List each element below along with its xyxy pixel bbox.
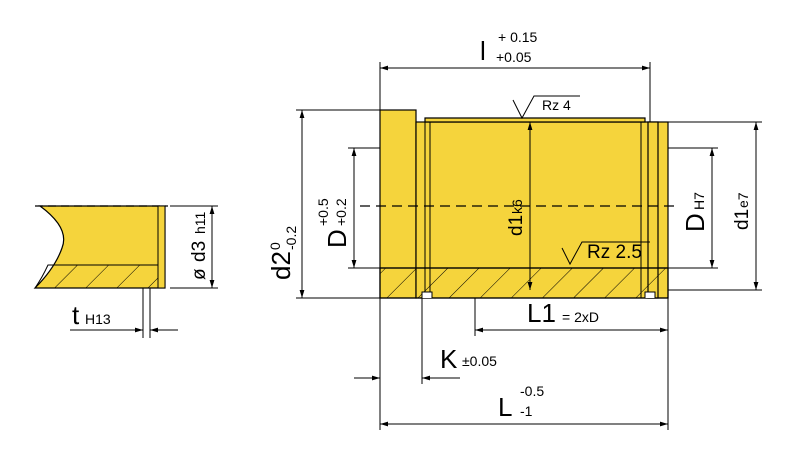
t-label: t [72,300,80,330]
detail-groove [157,205,166,289]
d2-label: d2 [266,251,296,280]
diameter-symbol: ø [189,268,210,280]
L-lower: -1 [520,403,533,419]
d2-upper: 0 [267,242,283,250]
d3-tol: h11 [192,211,208,234]
l-upper: + 0.15 [498,29,538,45]
d1-center-tol: k6 [509,199,525,214]
D-left-upper: +0.5 [315,198,331,226]
body-top [424,117,646,123]
left-detail: t H13 ø d3 h11 [33,205,218,338]
d2-lower: -0.2 [283,226,299,250]
dimensions: l + 0.15 +0.05 Rz 4 d2 0 -0.2 D +0.5 +0.… [266,29,762,430]
rz-top: Rz 4 [542,97,571,113]
K-tol: ±0.05 [462,353,497,369]
detail-hatch [34,264,166,289]
L-upper: -0.5 [520,383,544,399]
main-part [360,109,680,299]
d1-center-label: d1 [506,215,527,236]
l-lower: +0.05 [496,49,532,65]
rz-bottom: Rz 2.5 [587,242,642,263]
d3-label: d3 [189,241,210,262]
K-label: K [440,344,458,374]
L-label: L [498,392,512,422]
d1-right-tol: e7 [735,192,751,208]
D-right-tol: H7 [691,192,707,210]
D-left-label: D [322,229,352,248]
D-left-lower: +0.2 [333,198,349,226]
D-right-label: D [680,213,710,232]
L1-value: = 2xD [562,309,599,325]
d1-right-label: d1 [732,209,753,230]
t-tol: H13 [85,311,111,327]
l-label: l [480,36,486,66]
L1-label: L1 [527,298,556,328]
